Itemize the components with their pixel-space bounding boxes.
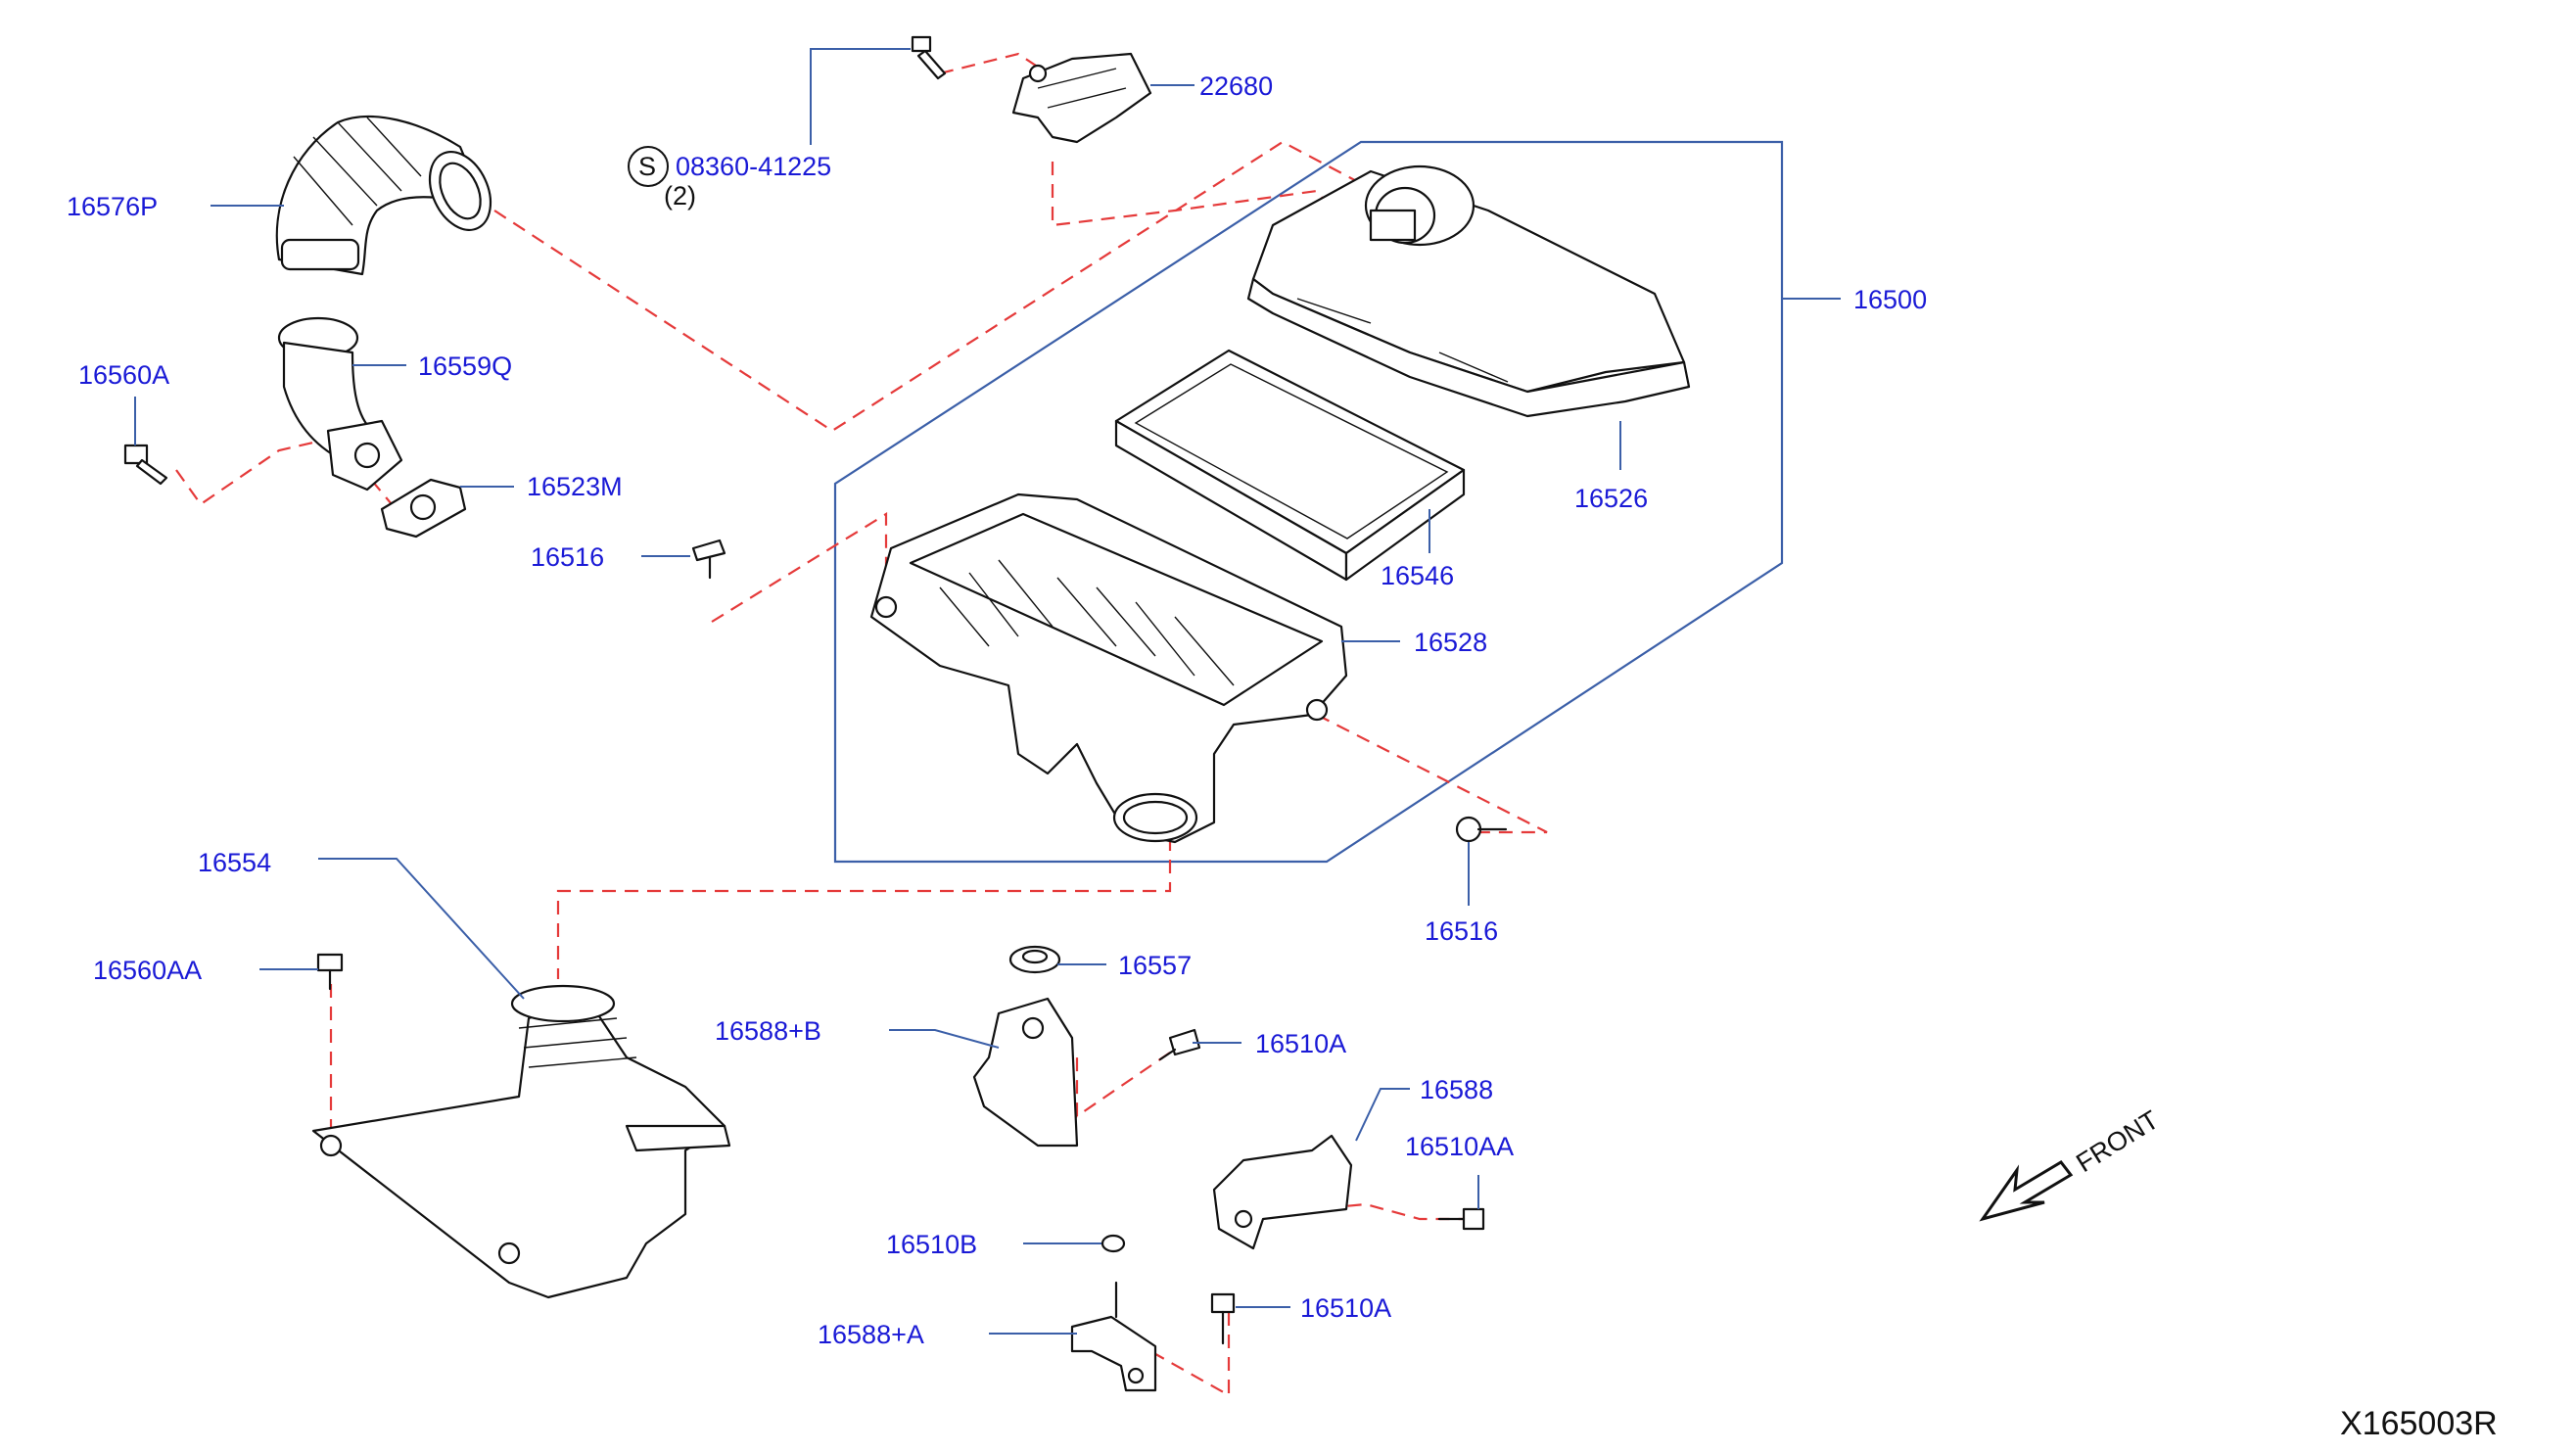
bolt-16560AA [316, 953, 344, 991]
diagram-code: X165003R [2340, 1405, 2498, 1442]
label-16510B: 16510B [886, 1230, 977, 1259]
front-arrow-icon: FRONT [1979, 1104, 2164, 1222]
label-16576P: 16576P [67, 192, 158, 221]
gasket-16523M [380, 478, 467, 539]
label-16560AA: 16560AA [93, 956, 202, 985]
bolt-08360 [911, 35, 947, 80]
label-16560A: 16560A [78, 360, 169, 390]
label-16500: 16500 [1853, 285, 1927, 314]
bracket-16588B [972, 997, 1079, 1148]
label-16559Q: 16559Q [418, 352, 512, 381]
label-16516-upper: 16516 [531, 542, 604, 572]
clip-16516-lower [1455, 816, 1508, 843]
lower-case-16528 [869, 492, 1348, 844]
filter-16546 [1114, 349, 1466, 582]
bolt-16510AA [1437, 1207, 1485, 1231]
clip-16516-upper [691, 539, 726, 580]
label-16588: 16588 [1420, 1075, 1493, 1104]
duct-16554 [311, 984, 731, 1299]
grommet-16557 [1008, 945, 1061, 974]
label-16526: 16526 [1574, 484, 1648, 513]
label-16546: 16546 [1381, 561, 1454, 590]
s-symbol-circle [628, 146, 669, 187]
label-16588A: 16588+A [818, 1320, 924, 1349]
front-label: FRONT [2071, 1104, 2164, 1178]
label-16510A-upper: 16510A [1255, 1029, 1346, 1058]
label-16523M: 16523M [527, 472, 623, 501]
label-08360: 08360-41225 [676, 152, 831, 181]
label-16510AA: 16510AA [1405, 1132, 1514, 1161]
label-16588B: 16588+B [715, 1016, 821, 1046]
duct-16576P [275, 115, 492, 276]
leader-lines [134, 48, 1621, 1335]
label-16528: 16528 [1414, 628, 1487, 657]
sensor-22680 [1011, 52, 1152, 144]
part-labels: 22680 S 08360-41225 (2) 16576P 16559Q 16… [67, 71, 1927, 1349]
label-16557: 16557 [1118, 951, 1192, 980]
label-s-symbol: S [638, 152, 656, 181]
bolt-16560A [123, 444, 168, 486]
label-08360-qty: (2) [664, 181, 696, 211]
cover-16526 [1246, 164, 1691, 418]
bolt-16510A-lower [1210, 1292, 1236, 1345]
label-16510A-lower: 16510A [1300, 1293, 1391, 1323]
clip-16510B [1101, 1234, 1126, 1253]
elbow-16559Q [277, 316, 403, 492]
label-22680: 22680 [1199, 71, 1273, 101]
label-16554: 16554 [198, 848, 271, 877]
bolt-16510A-upper [1158, 1028, 1201, 1061]
assembly-outline-16500 [833, 140, 1784, 864]
label-16516-lower: 16516 [1425, 916, 1498, 946]
bracket-16588 [1212, 1134, 1353, 1250]
bracket-16588A [1070, 1281, 1157, 1392]
